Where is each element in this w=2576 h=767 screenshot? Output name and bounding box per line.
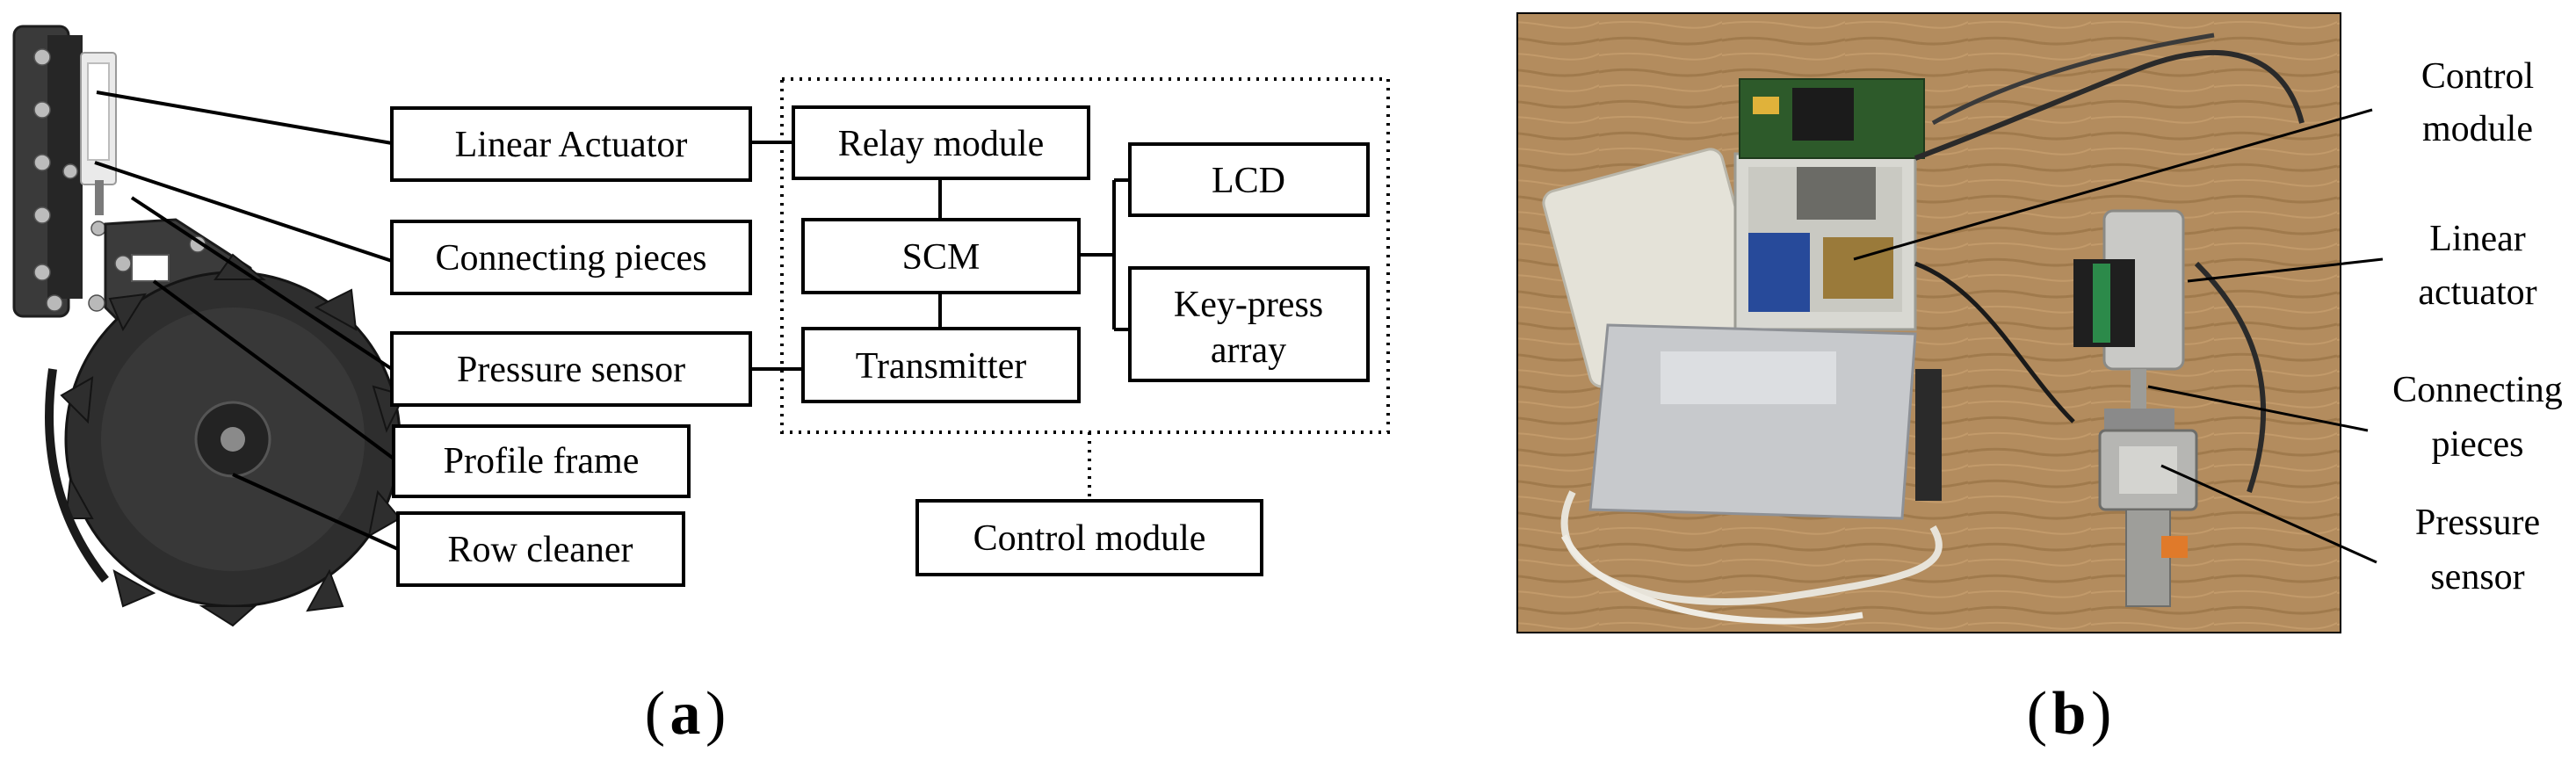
- panel-a-sublabel: ( a ): [645, 680, 727, 748]
- callout-control-line2: module: [2422, 109, 2533, 149]
- block-control-module: Control module: [915, 499, 1263, 576]
- callout-linear-line2: actuator: [2418, 272, 2536, 313]
- label-box-connecting-pieces: Connecting pieces: [390, 220, 752, 295]
- label-linear-actuator: Linear Actuator: [455, 125, 688, 165]
- sublabel-a-open: (: [645, 680, 665, 748]
- label-box-row-cleaner: Row cleaner: [396, 511, 685, 587]
- label-box-profile-frame: Profile frame: [392, 424, 691, 498]
- panel-a: Linear Actuator Connecting pieces Pressu…: [12, 25, 1390, 748]
- callout-pressure-line1: Pressure: [2415, 503, 2540, 543]
- label-transmitter: Transmitter: [856, 346, 1026, 387]
- block-keypress-array: Key-press array: [1128, 266, 1370, 382]
- sublabel-b-close: ): [2091, 680, 2111, 748]
- callout-connecting-line2: pieces: [2432, 424, 2524, 465]
- callout-linear-actuator: Linear actuator: [2418, 219, 2536, 313]
- label-connecting-pieces: Connecting pieces: [435, 238, 706, 279]
- panel-a-block-connectors: [750, 141, 1130, 371]
- callout-pressure-sensor: Pressure sensor: [2415, 503, 2540, 597]
- panel-b-leader-lines: [1853, 108, 2384, 564]
- label-row-cleaner: Row cleaner: [447, 530, 633, 570]
- label-box-linear-actuator: Linear Actuator: [390, 106, 752, 182]
- block-scm: SCM: [801, 218, 1081, 294]
- label-control-module: Control module: [973, 518, 1206, 559]
- label-pressure-sensor: Pressure sensor: [457, 350, 685, 390]
- callout-control-line1: Control: [2421, 56, 2534, 97]
- callout-connecting-pieces: Connecting pieces: [2392, 370, 2563, 465]
- sublabel-a-close: ): [706, 680, 726, 748]
- label-keypress-line1: Key-press: [1174, 285, 1323, 325]
- callout-linear-line1: Linear: [2429, 219, 2526, 259]
- block-transmitter: Transmitter: [801, 327, 1081, 403]
- panel-a-leader-lines: [94, 90, 399, 551]
- panel-b-sublabel: ( b ): [2027, 680, 2112, 748]
- callout-connecting-line1: Connecting: [2392, 370, 2563, 410]
- row-cleaner-assembly-illustration: [12, 25, 406, 627]
- sublabel-b-letter: b: [2052, 680, 2087, 748]
- block-relay-module: Relay module: [792, 105, 1090, 180]
- label-keypress-line2: array: [1211, 330, 1286, 371]
- sublabel-a-letter: a: [670, 680, 701, 748]
- block-lcd: LCD: [1128, 142, 1370, 217]
- label-relay-module: Relay module: [838, 124, 1044, 164]
- photo-border: [1516, 12, 2341, 633]
- control-module-boundary: [780, 77, 1390, 434]
- callout-control-module: Control module: [2421, 56, 2534, 149]
- panel-b: Control module Linear actuator Connectin…: [1516, 12, 2563, 748]
- label-box-pressure-sensor: Pressure sensor: [390, 331, 752, 407]
- label-lcd: LCD: [1212, 161, 1285, 201]
- sublabel-b-open: (: [2027, 680, 2047, 748]
- hardware-photo: [1517, 13, 2341, 633]
- label-scm: SCM: [902, 237, 980, 278]
- label-profile-frame: Profile frame: [444, 441, 640, 481]
- callout-pressure-line2: sensor: [2430, 557, 2524, 597]
